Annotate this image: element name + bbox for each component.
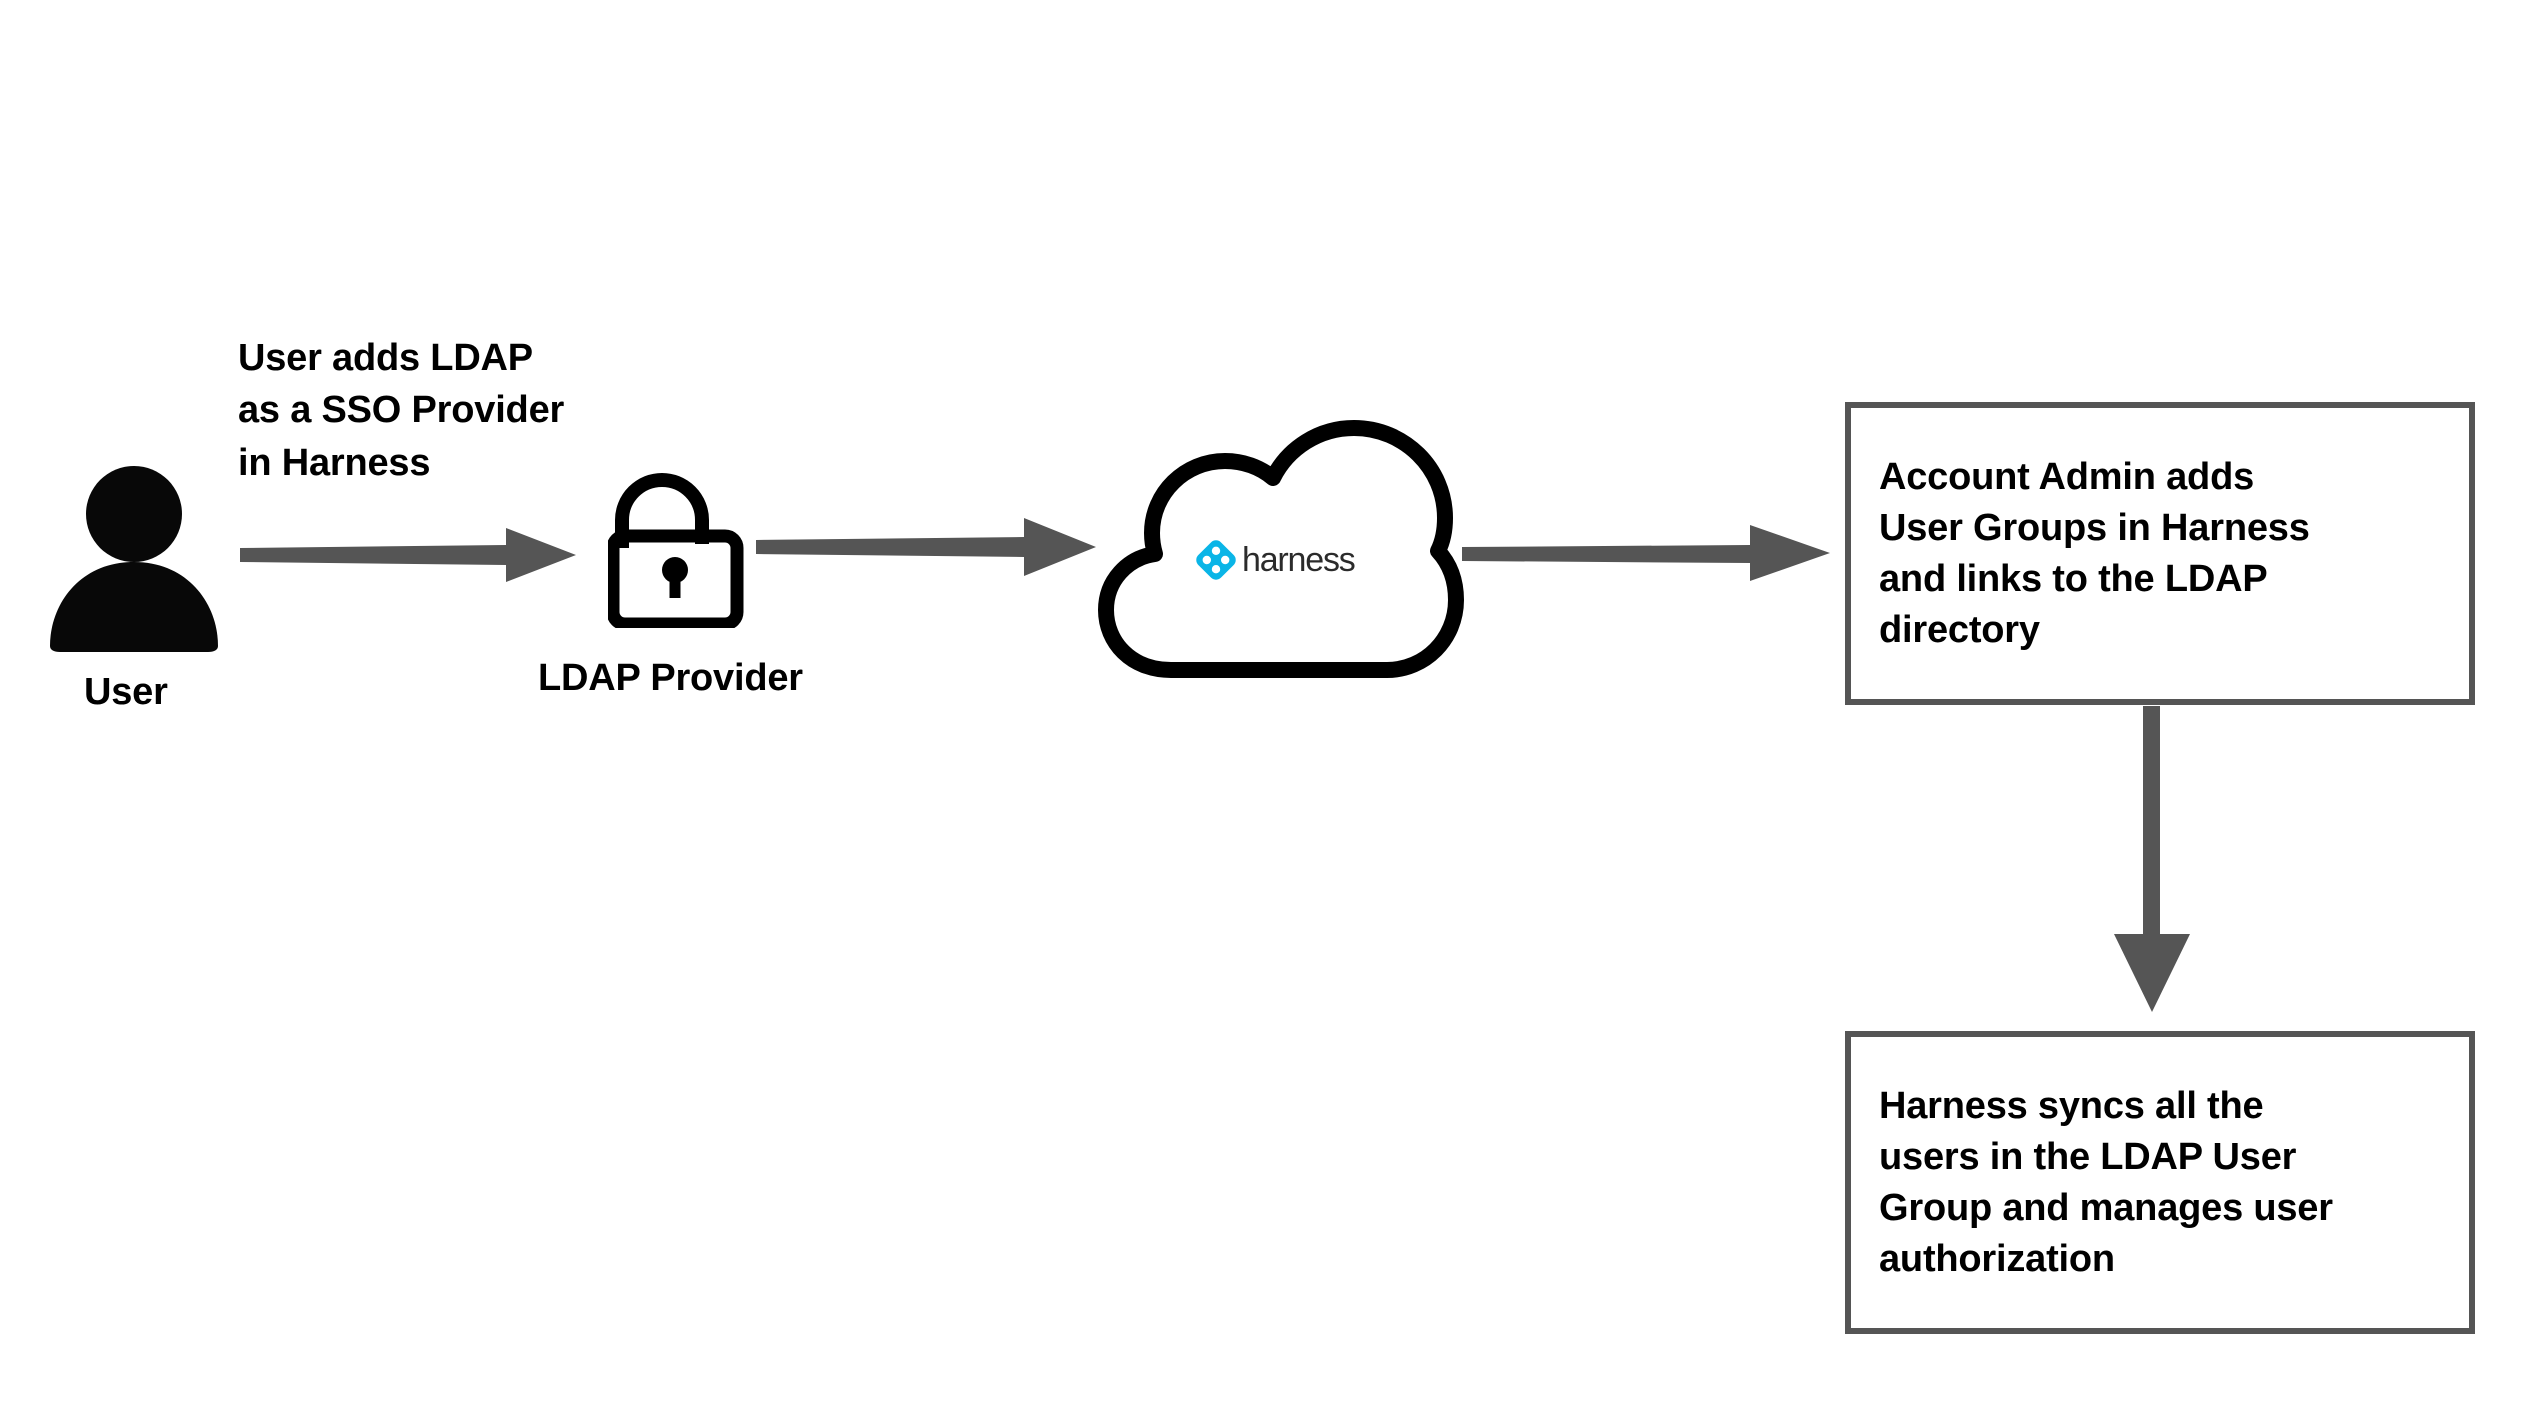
callout-text-harness-sync: Harness syncs all the users in the LDAP … [1879, 1085, 2333, 1280]
caption-step1: User adds LDAP as a SSO Provider in Harn… [238, 337, 565, 484]
arrow-harness-to-account-admin [1462, 518, 1830, 588]
harness-wordmark: harness [1242, 541, 1356, 579]
callout-text-account-admin: Account Admin adds User Groups in Harnes… [1879, 456, 2310, 651]
ldap-provider-label: LDAP Provider [538, 657, 803, 699]
callout-box-account-admin: Account Admin adds User Groups in Harnes… [1845, 402, 2475, 705]
harness-diamond-logo-icon [1196, 540, 1236, 580]
arrow-account-admin-to-sync [2096, 706, 2236, 1012]
callout-box-harness-sync: Harness syncs all the users in the LDAP … [1845, 1031, 2475, 1334]
open-padlock-icon [606, 458, 748, 631]
harness-logo: harness [1196, 538, 1376, 582]
arrow-ldap-to-harness [756, 512, 1096, 582]
user-person-icon [36, 458, 232, 654]
user-label: User [84, 671, 168, 713]
arrow-user-to-ldap [240, 520, 576, 590]
harness-cloud-icon [1098, 420, 1464, 682]
